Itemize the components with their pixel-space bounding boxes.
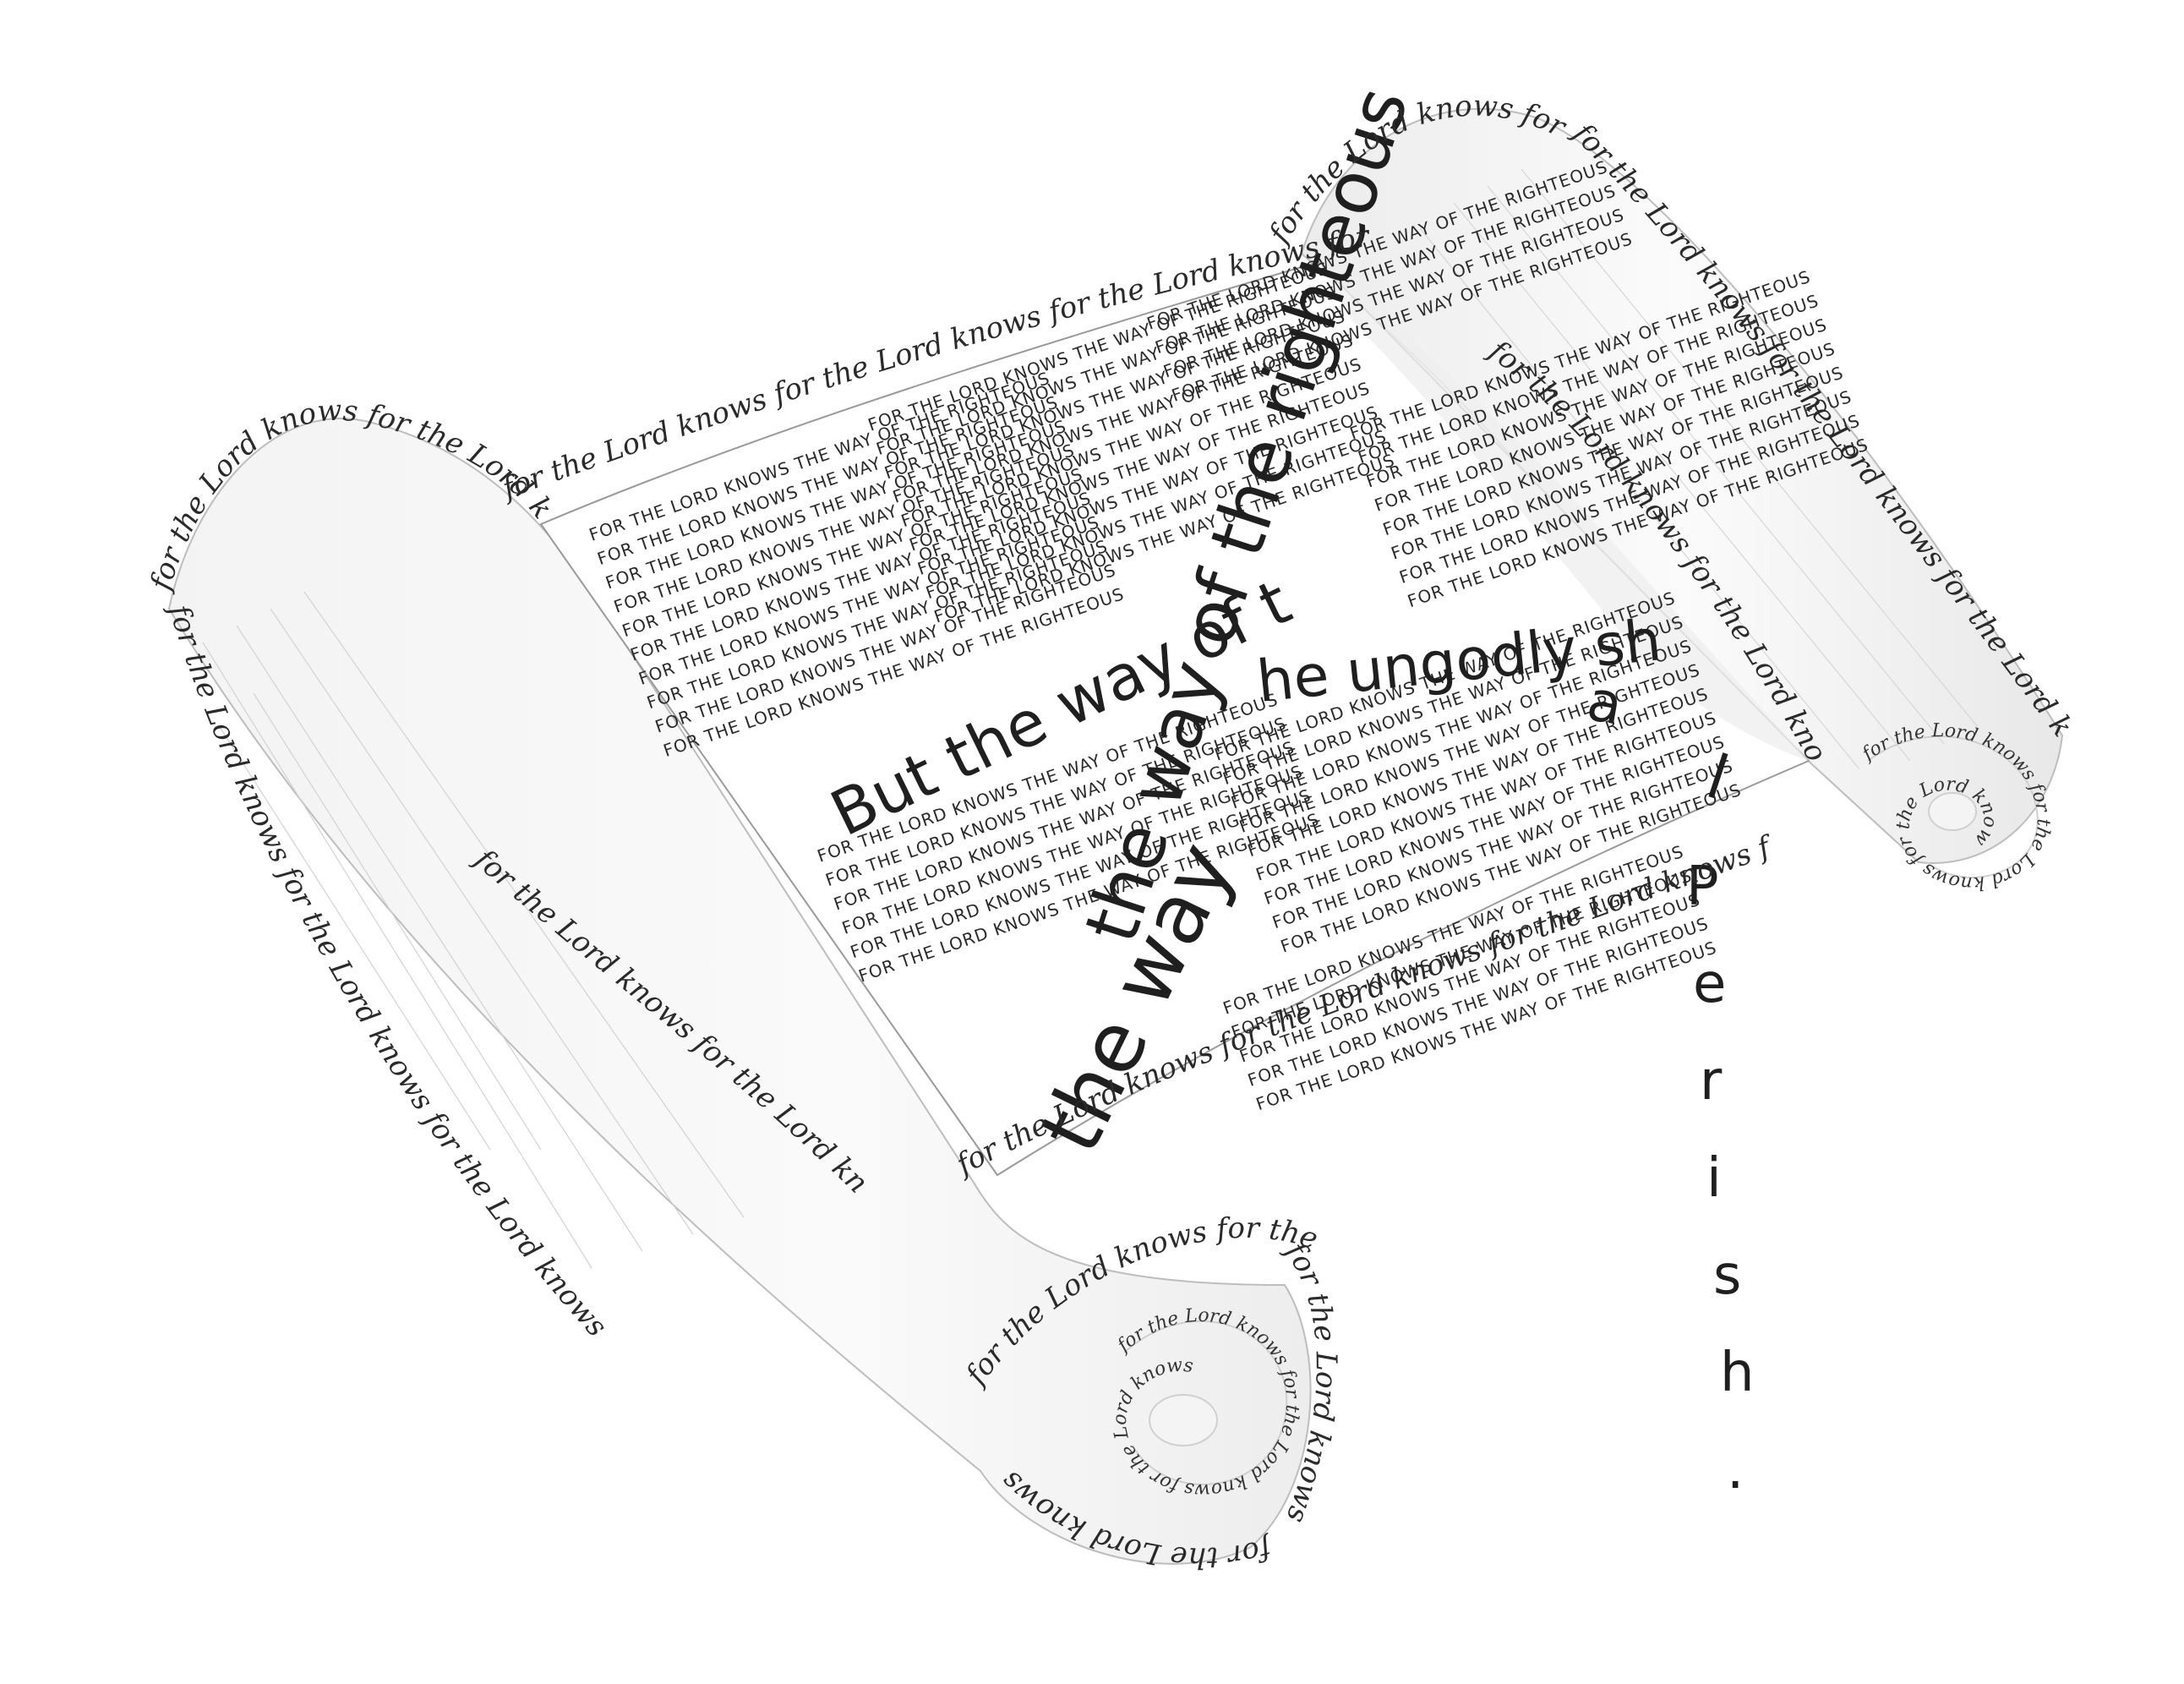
lower-left-roll bbox=[167, 418, 1312, 1565]
scroll-sheet bbox=[539, 260, 1810, 1177]
